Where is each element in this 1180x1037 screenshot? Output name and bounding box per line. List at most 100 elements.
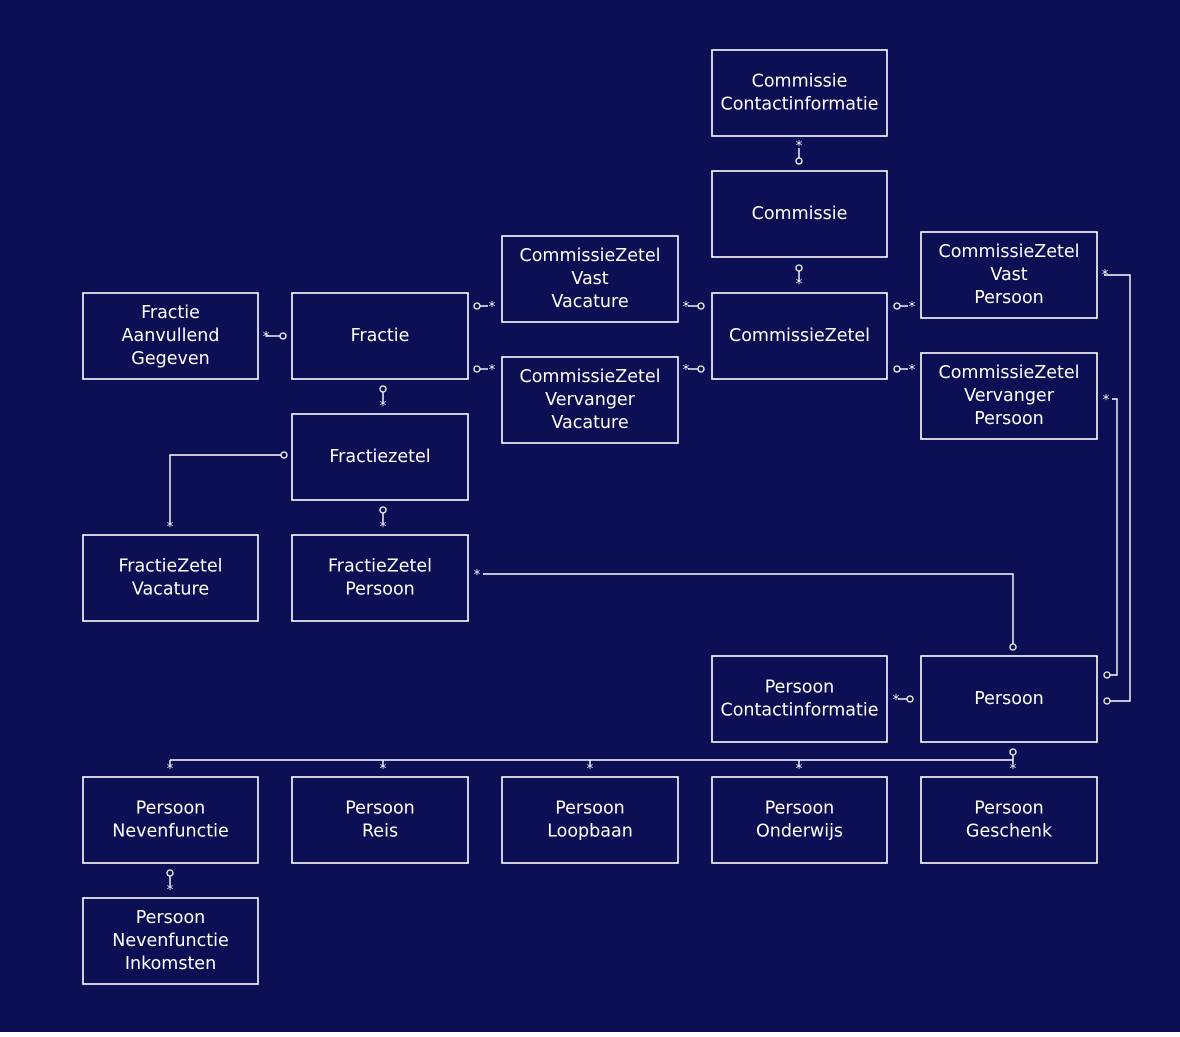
many-marker: * [380,520,387,535]
entity-label-line: Nevenfunctie [112,822,229,842]
entity-label-line: Vervanger [545,390,636,410]
entity-label-line: Fractie [351,326,410,346]
entity-label-line: Persoon [136,908,206,928]
entity-label-line: Persoon [345,799,415,819]
entity-box [501,776,679,864]
many-marker: * [489,363,496,378]
one-marker [697,302,705,310]
entity-label-line: Contactinformatie [720,95,878,115]
entity-label-line: Reis [362,822,398,842]
many-marker: * [796,139,803,154]
many-marker: * [683,363,690,378]
entity-box [82,897,259,985]
entity-label-line: Commissie [752,72,848,92]
one-marker [1009,643,1017,651]
entity-box [291,534,469,622]
one-marker [473,365,481,373]
entity-label-line: Vacature [551,413,628,433]
entity-box [711,776,888,864]
one-marker [795,157,803,165]
entity-label-line: Loopbaan [547,822,633,842]
entity-box [711,292,888,380]
entity-fractiezetel: Fractiezetel [291,413,469,501]
one-marker [379,385,387,393]
one-marker [280,451,288,459]
one-marker [279,332,287,340]
one-marker [1103,697,1111,705]
entity-label-line: CommissieZetel [939,363,1080,383]
one-marker [906,695,914,703]
entity-box [711,655,888,743]
entity-label-line: Persoon [136,799,206,819]
entity-box [501,235,679,323]
one-marker [1009,748,1017,756]
entity-label-line: Persoon [974,799,1044,819]
relationship-line [169,454,283,524]
one-marker [795,264,803,272]
many-marker: * [1103,393,1110,408]
entity-label-line: Nevenfunctie [112,931,229,951]
entity-label-line: Persoon [765,678,835,698]
entity-label-line: Contactinformatie [720,701,878,721]
entity-label-line: Vast [990,265,1027,285]
entity-boxes: CommissieContactinformatieCommissieCommi… [82,49,1098,985]
entity-commissie: Commissie [711,170,888,258]
entity-box [501,356,679,444]
entity-label-line: CommissieZetel [729,326,870,346]
entity-box [711,49,888,137]
many-marker: * [893,693,900,708]
cardinality-markers: ********************** [166,139,1111,898]
entity-label-line: Fractiezetel [329,447,430,467]
entity-persoon: Persoon [920,655,1098,743]
entity-label-line: FractieZetel [328,557,432,577]
many-marker: * [587,762,594,777]
many-marker: * [167,520,174,535]
entity-box [920,352,1098,440]
many-marker: * [796,277,803,292]
many-marker: * [909,300,916,315]
relationship-line [1104,274,1131,702]
entity-label-line: Persoon [345,580,415,600]
entity-label-line: FractieZetel [118,557,222,577]
many-marker: * [167,762,174,777]
one-marker [379,506,387,514]
many-marker: * [474,568,481,583]
entity-label-line: Aanvullend [122,326,220,346]
one-marker [1103,671,1111,679]
entity-box [291,292,469,380]
entity-label-line: Vacature [132,580,209,600]
entity-fractie: Fractie [291,292,469,380]
many-marker: * [263,330,270,345]
entity-label-line: Vast [571,269,608,289]
entity-label-line: CommissieZetel [520,367,661,387]
entity-label-line: Vervanger [964,386,1055,406]
many-marker: * [489,300,496,315]
one-marker [166,869,174,877]
entity-label-line: CommissieZetel [939,242,1080,262]
one-marker [697,365,705,373]
many-marker: * [1102,268,1109,283]
entity-label-line: Onderwijs [756,822,843,842]
entity-box [291,413,469,501]
relationship-line [483,573,1014,644]
entity-label-line: Geschenk [966,822,1053,842]
entity-commissiezetel: CommissieZetel [711,292,888,380]
entity-label-line: Persoon [974,689,1044,709]
one-marker [893,302,901,310]
many-marker: * [380,762,387,777]
entity-box [82,292,259,380]
one-marker [473,302,481,310]
